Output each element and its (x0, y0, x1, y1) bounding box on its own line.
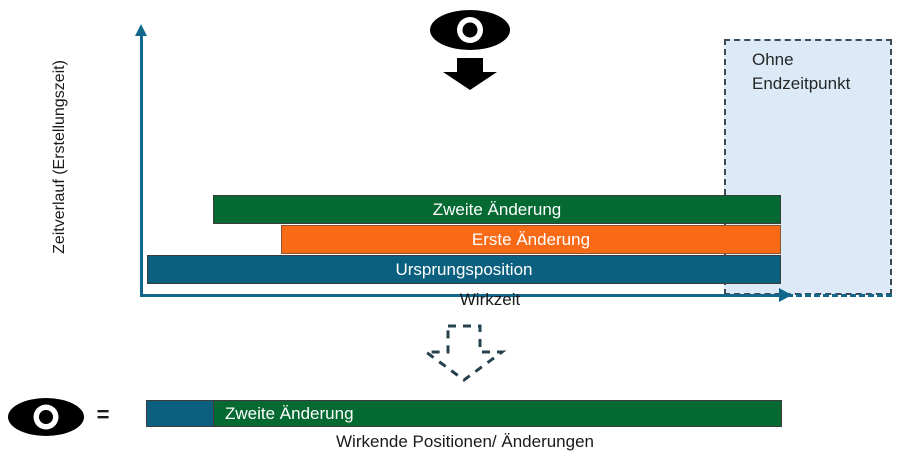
x-axis-arrowhead (779, 288, 792, 302)
result-segment-label: Zweite Änderung (225, 403, 354, 423)
bar-label: Zweite Änderung (432, 200, 562, 219)
bar-ursprungsposition[interactable]: Ursprungsposition (147, 255, 781, 284)
x-axis-line (140, 294, 786, 297)
x-axis-dashed-extension (724, 294, 892, 297)
bar-label: Ursprungsposition (395, 260, 533, 279)
y-axis-line (140, 32, 143, 296)
y-axis-label: Zeitverlauf (Erstellungszeit) (51, 60, 68, 254)
result-segment-ursprungsposition (147, 401, 214, 426)
x-axis-label: Wirkzeit (459, 290, 521, 309)
bar-zweite-aenderung[interactable]: Zweite Änderung (213, 195, 781, 224)
ohne-endzeitpunkt-label: Ohne Endzeitpunkt (752, 50, 851, 93)
bar-erste-aenderung[interactable]: Erste Änderung (281, 225, 781, 254)
eye-icon (6, 396, 86, 438)
result-caption: Wirkende Positionen/ Änderungen (336, 432, 594, 451)
eye-down-arrow-icon (427, 8, 513, 90)
equals-sign: = (96, 402, 110, 427)
y-axis-arrowhead (135, 24, 147, 36)
bar-label: Erste Änderung (471, 230, 591, 249)
result-bar[interactable]: Zweite Änderung (146, 400, 782, 427)
dashed-down-arrow-icon (418, 322, 514, 384)
